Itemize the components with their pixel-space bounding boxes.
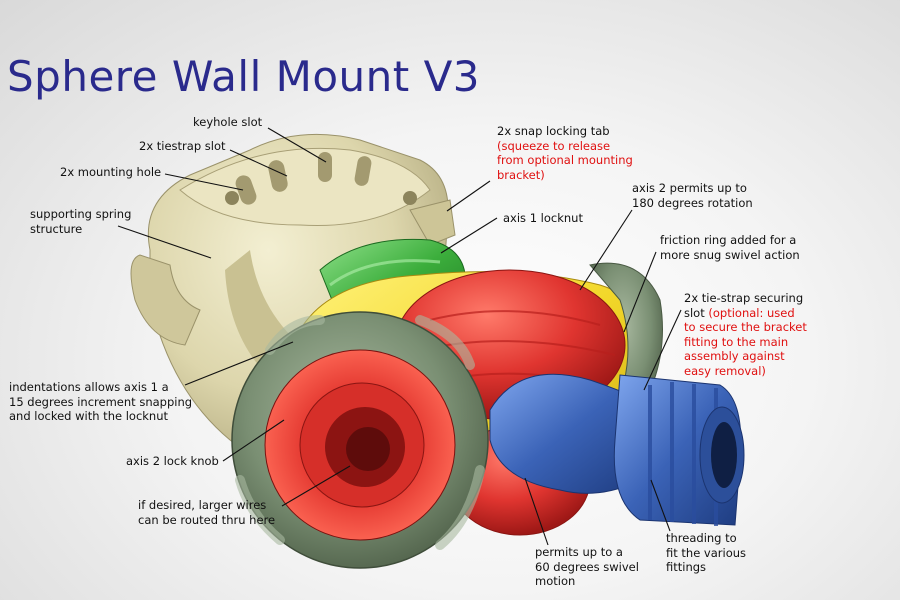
label-swivel: permits up to a 60 degrees swivel motion — [535, 545, 639, 589]
label-wires-line1: if desired, larger wires — [138, 498, 267, 512]
label-friction-line2: more snug swivel action — [660, 247, 800, 262]
label-tie-line1: 2x tie-strap securing — [684, 291, 804, 305]
label-tie-line6: easy removal) — [684, 363, 766, 378]
axis2-lock-knob — [231, 311, 489, 569]
label-tie-strap: 2x tie-strap securing slot (optional: us… — [684, 291, 807, 378]
label-axis1-locknut: axis 1 locknut — [503, 211, 583, 225]
label-mounting-hole: 2x mounting hole — [60, 165, 162, 179]
label-indentations: indentations allows axis 1 a 15 degrees … — [9, 380, 192, 424]
label-spring-structure: supporting spring structure — [30, 207, 131, 236]
label-tie-line3: to secure the bracket — [684, 320, 807, 334]
label-wires: if desired, larger wires can be routed t… — [138, 498, 275, 527]
label-tie-line5: assembly against — [684, 349, 785, 363]
label-tie-line2b: (optional: used — [708, 305, 795, 320]
label-axis2-rotation: axis 2 permits up to 180 degrees rotatio… — [632, 181, 753, 210]
label-axis2-line1: axis 2 permits up to — [632, 181, 747, 195]
label-axis2-line2: 180 degrees rotation — [632, 195, 753, 210]
label-indent-line1: indentations allows axis 1 a — [9, 380, 169, 394]
label-tie-line2a: slot — [684, 305, 709, 320]
label-indent-line2: 15 degrees increment snapping — [9, 394, 193, 409]
label-indent-line3: and locked with the locknut — [9, 409, 169, 423]
label-snap-line1: 2x snap locking tab — [497, 124, 610, 138]
label-spring-line1: supporting spring — [30, 207, 132, 221]
blue-fitting — [489, 373, 745, 526]
label-swivel-line1: permits up to a — [535, 545, 623, 559]
label-snap-line4: bracket) — [497, 167, 545, 182]
label-snap-tab: 2x snap locking tab (squeeze to release … — [497, 124, 633, 182]
label-friction-line1: friction ring added for a — [660, 233, 797, 247]
label-threading: threading to fit the various fittings — [666, 531, 746, 575]
label-snap-line3: from optional mounting — [497, 153, 633, 167]
label-thread-line1: threading to — [666, 531, 737, 545]
label-spring-line2: structure — [30, 221, 83, 236]
label-thread-line2: fit the various — [666, 545, 747, 560]
label-swivel-line2: 60 degrees swivel — [535, 559, 639, 574]
label-snap-line2: (squeeze to release — [497, 138, 611, 153]
page-title: Sphere Wall Mount V3 — [7, 52, 481, 101]
label-wires-line2: can be routed thru here — [138, 512, 276, 527]
label-keyhole-slot: keyhole slot — [193, 115, 263, 129]
label-tie-line2: slot (optional: used — [684, 306, 807, 321]
label-tiestrap-slot: 2x tiestrap slot — [139, 139, 226, 153]
label-friction-ring: friction ring added for a more snug swiv… — [660, 233, 800, 262]
label-swivel-line3: motion — [535, 574, 576, 588]
label-tie-line4: fitting to the main — [684, 334, 789, 349]
label-lock-knob: axis 2 lock knob — [126, 454, 219, 468]
label-thread-line3: fittings — [666, 560, 707, 574]
